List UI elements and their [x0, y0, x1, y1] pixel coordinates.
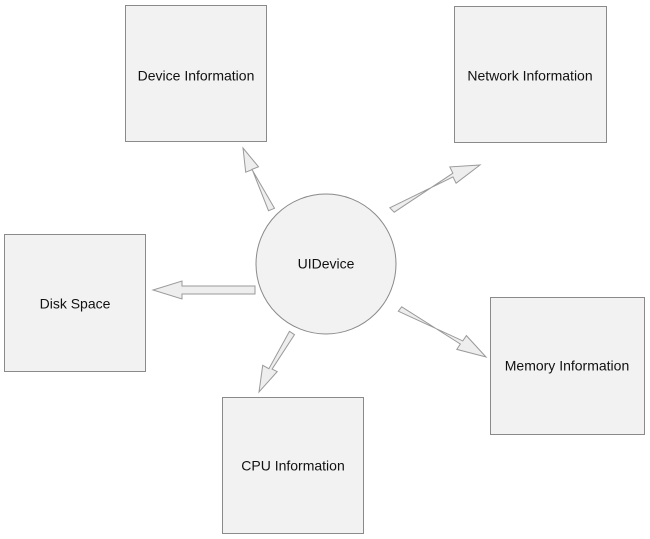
arrows	[151, 146, 488, 394]
node-memory-information: Memory Information	[490, 297, 645, 435]
disk-space-label: Disk Space	[40, 296, 111, 312]
node-network-information: Network Information	[454, 6, 607, 143]
node-device-information: Device Information	[125, 5, 267, 142]
disk-space-box	[4, 234, 146, 372]
arrow-to-device-information	[242, 146, 276, 212]
node-disk-space: Disk Space	[4, 234, 146, 372]
cpu-information-box	[222, 397, 364, 534]
device-information-label: Device Information	[138, 68, 255, 84]
device-information-box	[125, 5, 267, 142]
arrow-to-memory-information	[397, 306, 488, 358]
network-information-label: Network Information	[467, 68, 592, 84]
uidevice-circle	[255, 193, 397, 335]
arrow-to-cpu-information	[258, 330, 296, 394]
uidevice-label: UIDevice	[298, 256, 355, 272]
node-uidevice: UIDevice	[255, 193, 397, 335]
arrow-to-disk-space	[151, 280, 256, 300]
cpu-information-label: CPU Information	[241, 458, 344, 474]
memory-information-label: Memory Information	[505, 358, 629, 374]
network-information-box	[454, 6, 607, 143]
node-cpu-information: CPU Information	[222, 397, 364, 534]
memory-information-box	[490, 297, 645, 435]
arrow-to-network-information	[388, 164, 482, 213]
